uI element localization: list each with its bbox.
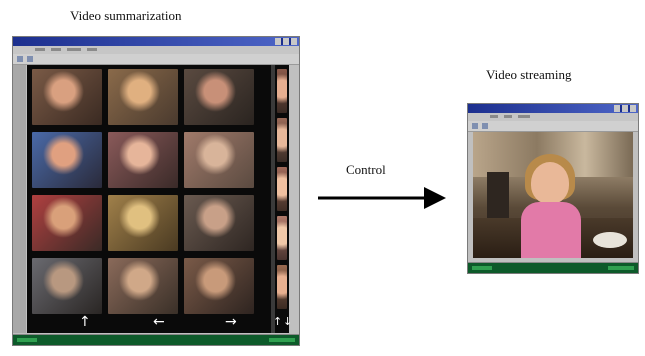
status-bar xyxy=(13,334,299,345)
strip-divider xyxy=(271,65,275,333)
control-label: Control xyxy=(346,162,386,177)
menu-item[interactable] xyxy=(518,115,530,118)
forward-icon[interactable] xyxy=(27,56,33,62)
strip-thumbnail[interactable] xyxy=(277,167,287,211)
back-icon[interactable] xyxy=(17,56,23,62)
next-icon[interactable]: → xyxy=(225,314,237,330)
keyframe-thumbnail[interactable] xyxy=(32,69,102,125)
keyframe-thumbnail[interactable] xyxy=(32,258,102,314)
keyframe-thumbnail[interactable] xyxy=(108,69,178,125)
video-plate xyxy=(593,232,627,248)
keyframe-thumbnail[interactable] xyxy=(184,132,254,188)
scroll-up-icon[interactable]: ↑ xyxy=(79,314,91,330)
keyframe-thumbnail[interactable] xyxy=(108,195,178,251)
keyframe-thumbnail[interactable] xyxy=(108,258,178,314)
video-streaming-label: Video streaming xyxy=(486,67,572,82)
arrow-head xyxy=(424,187,446,209)
window-controls[interactable] xyxy=(614,105,636,112)
video-summarization-label: Video summarization xyxy=(70,8,182,23)
strip-thumbnail[interactable] xyxy=(277,69,287,113)
keyframe-thumbnail[interactable] xyxy=(184,258,254,314)
menu-item[interactable] xyxy=(87,48,97,51)
left-panel xyxy=(13,65,26,333)
strip-thumbnail[interactable] xyxy=(277,216,287,260)
strip-up-icon[interactable]: ↑ xyxy=(273,315,283,328)
toolbar xyxy=(468,121,638,132)
control-arrow xyxy=(318,187,446,209)
video-child-face xyxy=(531,162,569,204)
keyframe-thumbnail[interactable] xyxy=(184,69,254,125)
menu-item[interactable] xyxy=(504,115,512,118)
window-controls[interactable] xyxy=(275,38,297,45)
video-player[interactable] xyxy=(473,132,633,258)
summarization-window: ↑←→↑↓ xyxy=(12,36,300,346)
keyframe-thumbnail[interactable] xyxy=(108,132,178,188)
back-icon[interactable] xyxy=(472,123,478,129)
status-bar xyxy=(468,262,638,273)
menu-item[interactable] xyxy=(51,48,61,51)
previous-icon[interactable]: ← xyxy=(153,314,165,330)
keyframe-thumbnail[interactable] xyxy=(32,132,102,188)
menu-bar xyxy=(468,113,638,121)
streaming-window xyxy=(467,103,639,274)
video-child-body xyxy=(521,202,581,258)
title-bar xyxy=(13,37,299,46)
menu-item[interactable] xyxy=(35,48,45,51)
menu-item[interactable] xyxy=(490,115,498,118)
thumbnail-grid: ↑←→↑↓ xyxy=(27,65,293,333)
forward-icon[interactable] xyxy=(482,123,488,129)
keyframe-thumbnail[interactable] xyxy=(32,195,102,251)
keyframe-thumbnail[interactable] xyxy=(184,195,254,251)
title-bar xyxy=(468,104,638,113)
menu-item[interactable] xyxy=(67,48,81,51)
strip-down-icon[interactable]: ↓ xyxy=(283,315,293,328)
toolbar xyxy=(13,54,299,65)
strip-thumbnail[interactable] xyxy=(277,118,287,162)
strip-thumbnail[interactable] xyxy=(277,265,287,309)
menu-bar xyxy=(13,46,299,54)
